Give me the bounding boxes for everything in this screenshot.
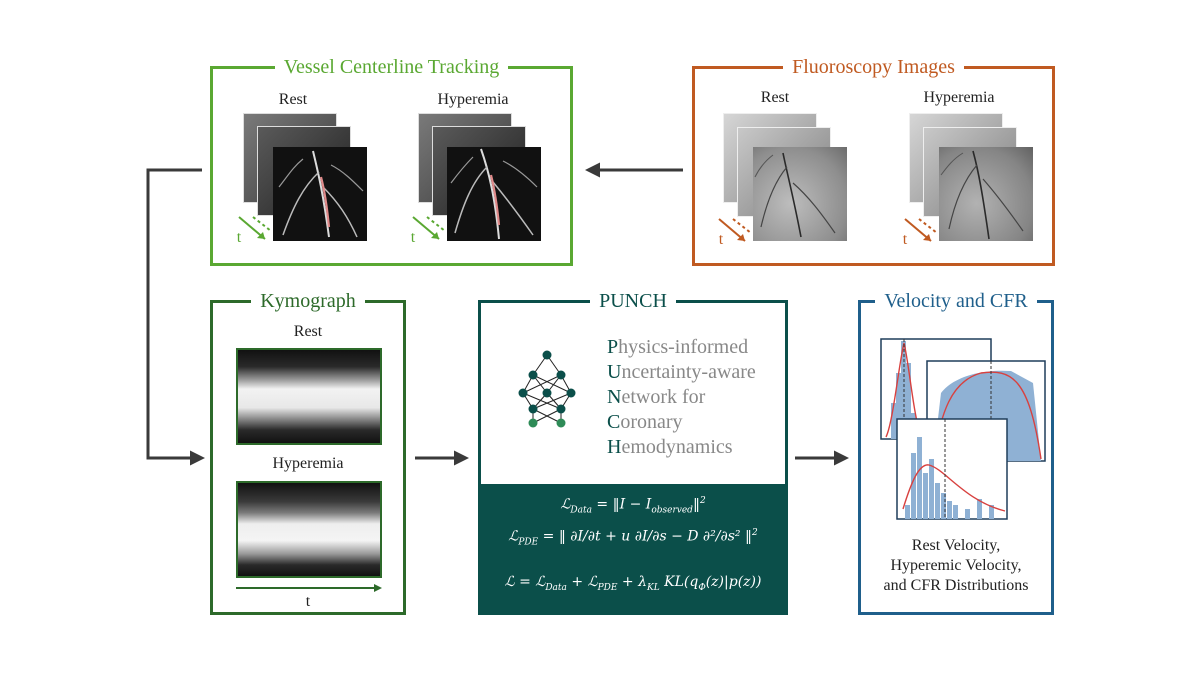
- distribution-plots: [880, 338, 1046, 520]
- kymograph-time-label: t: [305, 593, 311, 610]
- tracking-hyperemia-label: Hyperemia: [437, 91, 509, 108]
- tracking-hyper-frame-front: [447, 147, 541, 241]
- velocity-panel: Velocity and CFR Rest Velocity, Hyper: [858, 290, 1054, 615]
- fluoro-hyper-time-label: t: [902, 231, 908, 248]
- angiogram-rest: [754, 152, 836, 238]
- loss-equations-box: ℒData = ‖I − Iobserved‖2 ℒPDE = ‖ ∂I/∂t …: [481, 484, 785, 612]
- acronym-line-1: Physics-informed: [607, 336, 749, 358]
- tracking-panel: Vessel Centerline Tracking Rest Hyperemi…: [210, 56, 573, 266]
- tracking-title: Vessel Centerline Tracking: [213, 55, 570, 79]
- fluoro-rest-time-label: t: [718, 231, 724, 248]
- fluoro-panel: Fluoroscopy Images Rest Hyperemia t t: [692, 56, 1055, 266]
- acronym-line-2: Uncertainty-aware: [607, 361, 756, 383]
- kymograph-hyperemia-image: [236, 481, 382, 578]
- fluoro-hyper-frame-front: [939, 147, 1033, 241]
- velocity-caption-line-1: Rest Velocity,: [911, 537, 1001, 554]
- kymograph-rest-label: Rest: [293, 323, 323, 340]
- fluoro-title: Fluoroscopy Images: [695, 55, 1052, 79]
- kymograph-rest-image: [236, 348, 382, 445]
- time-axis-arrow-icon: [236, 584, 382, 592]
- equation-pde-loss: ℒPDE = ‖ ∂I/∂t + u ∂I/∂s − D ∂²/∂s² ‖2: [508, 528, 758, 548]
- fluoro-rest-label: Rest: [760, 89, 790, 106]
- velocity-caption-line-2: Hyperemic Velocity,: [890, 557, 1022, 574]
- time-arrow-icon: [238, 216, 272, 240]
- acronym-line-4: Coronary: [607, 411, 683, 433]
- acronym-line-5: Hemodynamics: [607, 436, 733, 458]
- tracking-rest-time-label: t: [236, 229, 242, 246]
- kymograph-hyperemia-label: Hyperemia: [272, 455, 344, 472]
- time-arrow-icon: [904, 218, 938, 242]
- vessel-tree-hyperemia: [450, 148, 538, 240]
- vessel-tree-rest: [278, 150, 364, 238]
- acronym-line-3: Network for: [607, 386, 706, 408]
- neural-network-icon: [518, 350, 576, 428]
- velocity-title: Velocity and CFR: [861, 289, 1051, 313]
- kymograph-title: Kymograph: [213, 289, 403, 313]
- velocity-caption-line-3: and CFR Distributions: [883, 577, 1029, 594]
- kymograph-panel: Kymograph Rest Hyperemia t: [210, 290, 406, 615]
- punch-panel: PUNCH Physics-informed Uncertainty-aware…: [478, 290, 788, 615]
- tracking-rest-label: Rest: [278, 91, 308, 108]
- tracking-hyper-time-label: t: [410, 229, 416, 246]
- fluoro-hyperemia-label: Hyperemia: [923, 89, 995, 106]
- equation-data-loss: ℒData = ‖I − Iobserved‖2: [560, 496, 706, 516]
- punch-title: PUNCH: [481, 289, 785, 313]
- equation-total-loss: ℒ = ℒData + ℒPDE + λKL KL(qΦ(z)|p(z)): [504, 574, 762, 593]
- time-arrow-icon: [718, 218, 752, 242]
- angiogram-hyperemia: [940, 150, 1024, 240]
- fluoro-rest-frame-front: [753, 147, 847, 241]
- arrow-tracking-to-kymograph: [146, 168, 205, 466]
- tracking-rest-frame-front: [273, 147, 367, 241]
- time-arrow-icon: [412, 216, 446, 240]
